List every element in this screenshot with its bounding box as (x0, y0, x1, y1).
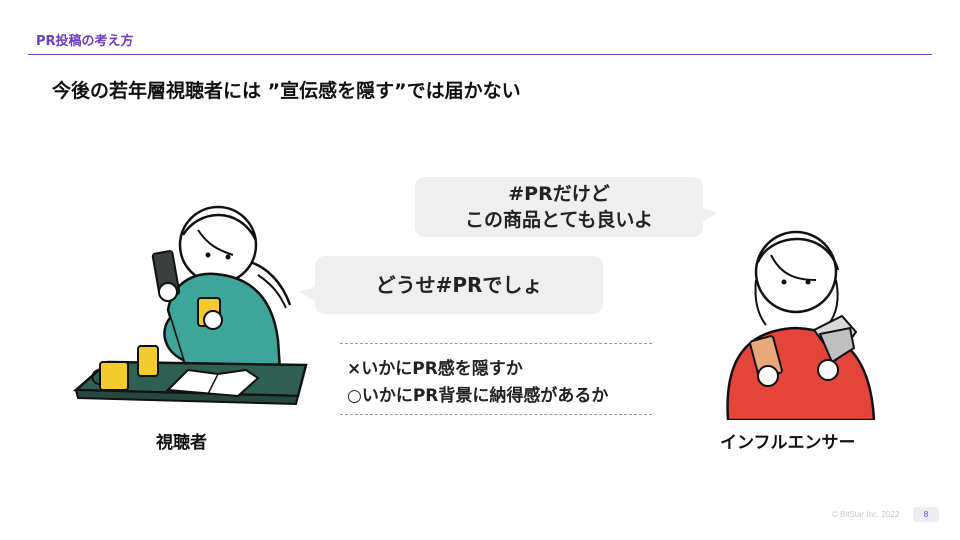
point-good: ○いかにPR背景に納得感があるか (347, 386, 609, 406)
influencer-speech-bubble: #PRだけど この商品とても良いよ (415, 177, 717, 237)
influencer-caption: インフルエンサー (720, 433, 856, 453)
points-top-divider (340, 343, 652, 344)
influencer-illustration (726, 230, 876, 420)
section-label: PR投稿の考え方 (36, 34, 134, 49)
viewer-caption: 視聴者 (156, 433, 207, 453)
points-bottom-divider (340, 414, 652, 415)
page-number-badge: 8 (913, 507, 939, 522)
influencer-speech-line-1: #PRだけど (508, 183, 610, 205)
header-divider (28, 54, 932, 55)
point-bad: ×いかにPR感を隠すか (347, 359, 523, 379)
viewer-illustration (72, 205, 308, 406)
viewer-speech-bubble: どうせ#PRでしょ (299, 256, 603, 314)
slide-title: 今後の若年層視聴者には ”宣伝感を隠す”では届かない (52, 80, 521, 102)
copyright-text: © BitStar Inc. 2022 (832, 510, 900, 519)
influencer-speech-line-2: この商品とても良いよ (464, 209, 654, 231)
